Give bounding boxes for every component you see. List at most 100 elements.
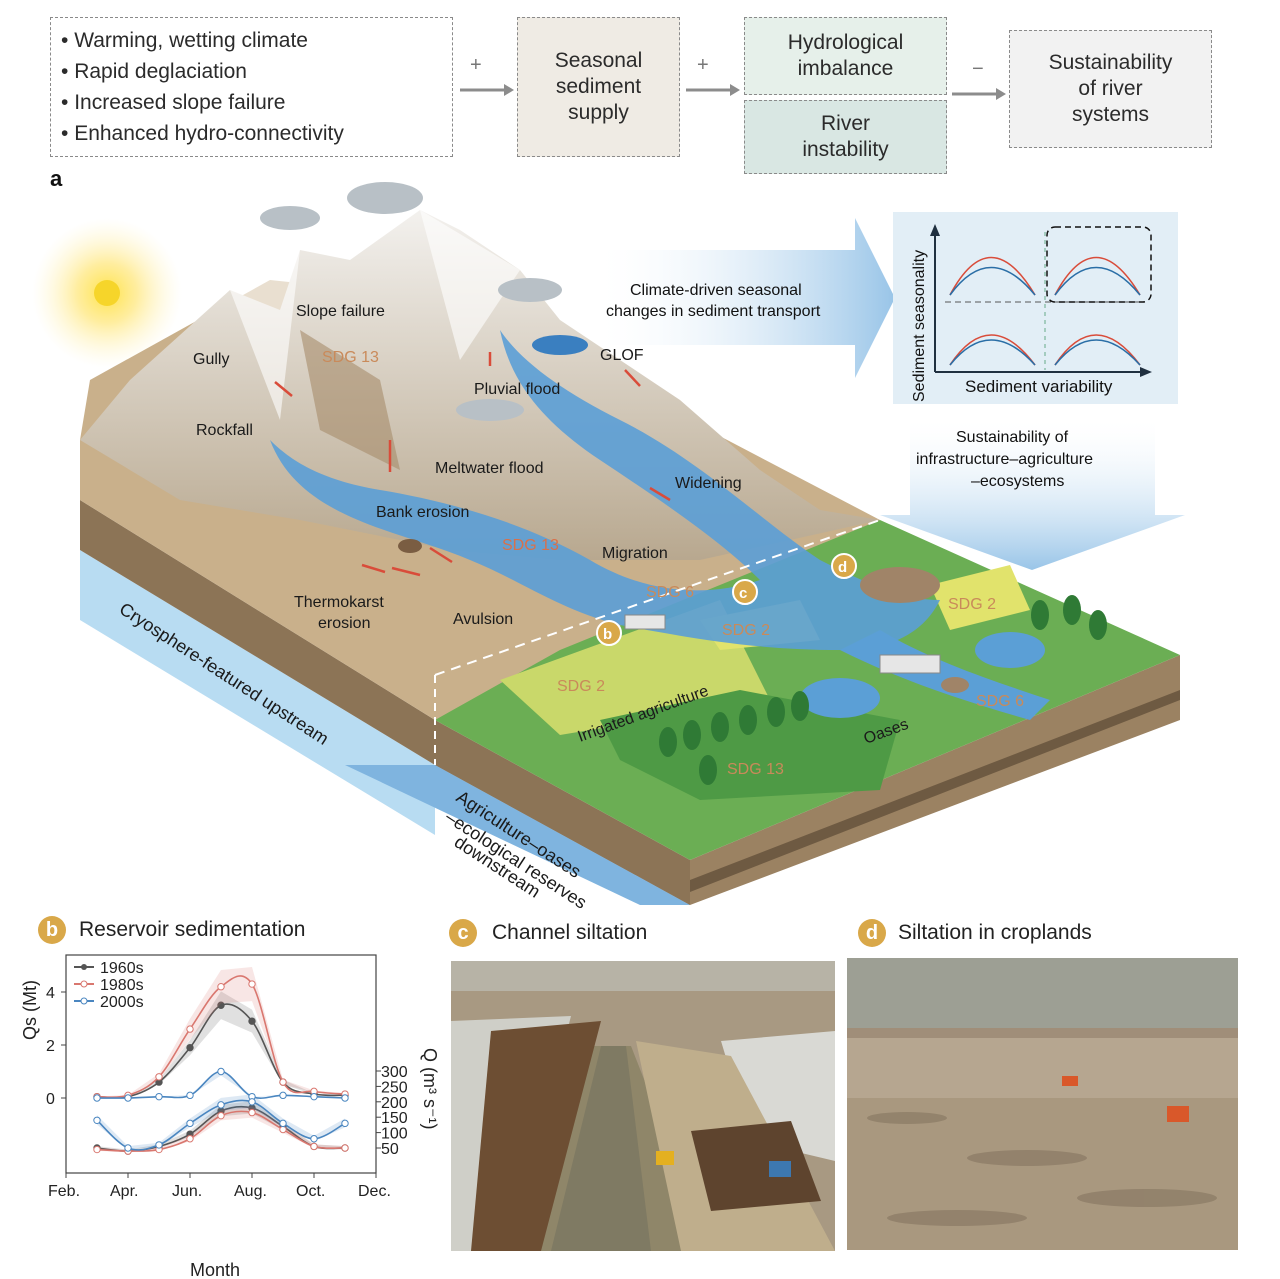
soil-front [80,440,690,905]
marker-c: c [732,579,758,605]
label-sdg6: SDG 6 [976,693,1024,710]
climate-arrow [600,218,895,378]
legend-1960s: 1960s [100,960,144,977]
climate-arrow-text: Climate-driven seasonal [630,282,802,299]
supply-line: Seasonal [554,49,643,72]
qs-point [217,1067,225,1076]
label-pluvial-flood: Pluvial flood [474,381,560,398]
qs-point [186,1091,194,1100]
q-point [248,1108,256,1117]
q-point [186,1119,194,1128]
plus-sign: + [697,54,709,76]
panel-c-badge: c [449,919,477,947]
x-tick-label: Oct. [296,1183,325,1200]
label-sdg13: SDG 13 [322,349,379,366]
label-rockfall: Rockfall [196,422,253,439]
flow-arrow [952,88,1006,100]
q-point [279,1119,287,1128]
panel-c-title: Channel siltation [492,921,648,944]
q-point [248,1098,256,1106]
qs-point [341,1094,349,1102]
inset-xlabel: Sediment variability [965,377,1113,396]
sustainability-line: of river [1078,77,1143,100]
x-tick-label: Apr. [110,1183,138,1200]
instability-line: River [820,112,870,135]
right-tick-label: 50 [381,1141,399,1158]
q-point [341,1119,349,1128]
sustainability-line: Sustainability [1048,51,1173,74]
qs-point [124,1094,132,1102]
cropland-photo [847,958,1238,1250]
tree-icon [659,595,1107,785]
label-widening: Widening [675,475,742,492]
sustainability-arrow-text: Sustainability of [956,429,1069,446]
label-migration: Migration [602,545,668,562]
label-sdg2: SDG 2 [557,678,605,695]
qs-point [248,1017,256,1025]
legend-2000s: 2000s [100,994,144,1011]
driver-item: Warming, wetting climate [61,25,344,56]
svg-text:b: b [603,626,612,643]
marker-b: b [596,620,622,646]
svg-text:d: d [838,559,847,576]
qs-band [97,991,345,1097]
q-point [93,1116,101,1124]
label-bank-erosion: Bank erosion [376,504,469,521]
x-axis-label: Month [190,1260,240,1279]
label-meltwater-flood: Meltwater flood [435,460,544,477]
sustainability-line: systems [1071,103,1149,126]
right-tick-label: 100 [381,1126,408,1143]
panel-a-letter: a [50,166,63,191]
qs-point [279,1078,287,1086]
q-point [310,1142,318,1151]
label-sdg13: SDG 13 [502,537,559,554]
q-point [217,1111,225,1120]
q-point [341,1144,349,1152]
label-sdg13: SDG 13 [727,761,784,778]
flow-arrow [686,84,740,96]
plus-sign: + [470,54,482,76]
x-tick-label: Dec. [358,1183,391,1200]
imbalance-line: imbalance [797,57,894,80]
left-tick-label: 2 [46,1038,55,1055]
qs-point [248,980,256,988]
q-point [124,1144,132,1152]
qs-point [186,1025,194,1033]
supply-box: Seasonal sediment supply [517,17,680,157]
label-sdg6: SDG 6 [646,584,694,601]
label-thermokarst: erosion [318,615,370,632]
instability-line: instability [802,138,889,161]
left-tick-label: 0 [46,1091,55,1108]
panel-d-badge: d [858,919,886,947]
label-sdg2: SDG 2 [722,622,770,639]
climate-arrow-text: changes in sediment transport [606,303,821,320]
qs-point [310,1092,318,1101]
driver-item: Increased slope failure [61,87,344,118]
right-tick-label: 200 [381,1095,408,1112]
supply-line: sediment [555,75,642,98]
q-point [186,1135,194,1143]
x-tick-label: Feb. [48,1183,80,1200]
driver-item: Rapid deglaciation [61,56,344,87]
marker-d: d [831,553,857,579]
label-glof: GLOF [600,347,644,364]
qs-point [186,1043,194,1052]
q-point [310,1135,318,1143]
qs-point [155,1092,163,1101]
label-sdg2: SDG 2 [948,596,996,613]
chart-legend: 1960s 1980s 2000s [74,960,144,1011]
channel-photo [451,961,835,1251]
sustainability-arrow-text: –ecosystems [971,473,1064,490]
label-gully: Gully [193,351,229,368]
q-point [217,1101,225,1109]
label-avulsion: Avulsion [453,611,513,628]
panel-b-badge: b [38,916,66,944]
inset-ylabel: Sediment seasonality [911,250,928,402]
driver-item: Enhanced hydro-connectivity [61,118,344,149]
supply-line: supply [568,101,629,124]
label-slope-failure: Slope failure [296,303,385,320]
right-tick-label: 250 [381,1079,408,1096]
drivers-box: Warming, wetting climate Rapid deglaciat… [50,17,453,157]
right-tick-label: 150 [381,1110,408,1127]
river [270,330,940,650]
